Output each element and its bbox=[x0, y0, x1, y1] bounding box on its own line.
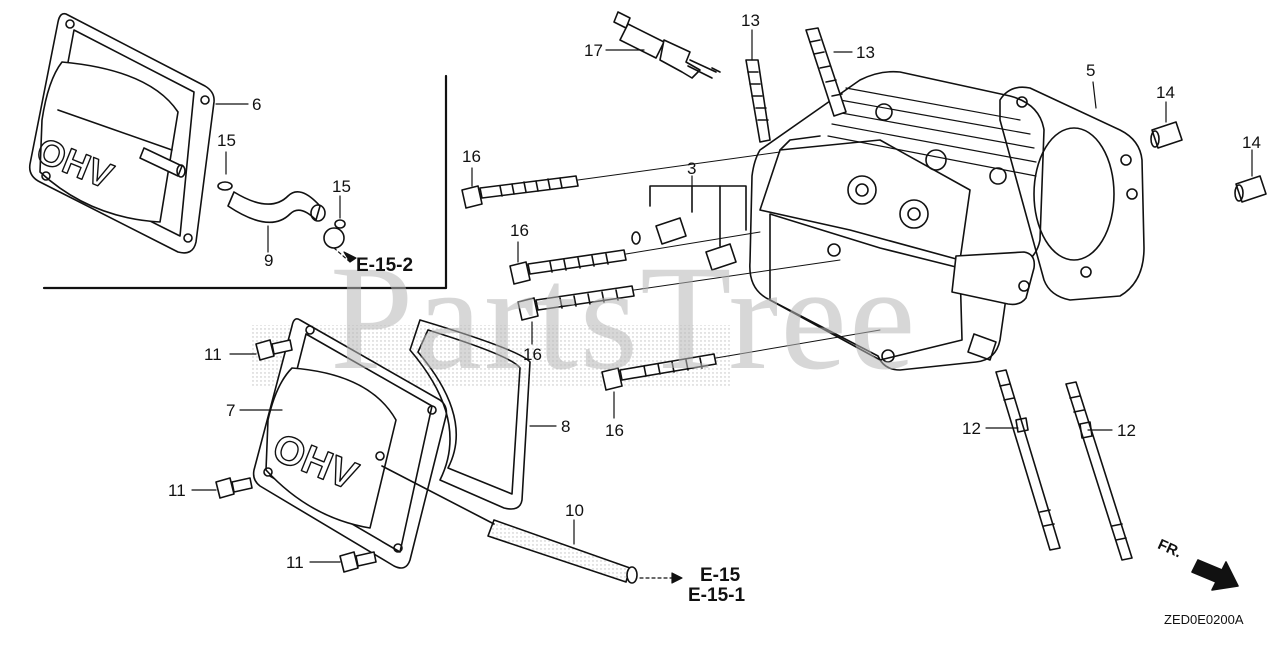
stud-13-right bbox=[805, 27, 847, 117]
valve-cover: OHV bbox=[252, 318, 448, 569]
callout-11-mid: 11 bbox=[168, 481, 186, 500]
callout-5: 5 bbox=[1086, 61, 1096, 80]
callout-6: 6 bbox=[252, 95, 262, 114]
callout-3: 3 bbox=[687, 159, 697, 178]
callout-12-left: 12 bbox=[962, 419, 981, 438]
diagram-code: ZED0E0200A bbox=[1164, 612, 1244, 627]
callout-15-right: 15 bbox=[332, 177, 351, 196]
callout-16-d: 16 bbox=[605, 421, 624, 440]
cylinder-head bbox=[749, 70, 1045, 371]
bolt-11-mid bbox=[215, 477, 253, 499]
watermark: PartsTree bbox=[330, 235, 918, 401]
bolt-16-d bbox=[601, 329, 881, 391]
callout-12-right: 12 bbox=[1117, 421, 1136, 440]
callout-14-right: 14 bbox=[1242, 133, 1261, 152]
reference-e-15-2[interactable]: E-15-2 bbox=[356, 255, 414, 276]
inset-frame bbox=[42, 74, 448, 290]
reference-e-15-1[interactable]: E-15-1 bbox=[688, 585, 746, 606]
callout-9: 9 bbox=[264, 251, 274, 270]
spark-plug bbox=[613, 11, 721, 79]
inset-breather bbox=[139, 147, 346, 249]
dowel-14-right bbox=[1234, 175, 1267, 203]
stud-12-right bbox=[1065, 381, 1133, 561]
stud-12-left bbox=[995, 369, 1061, 551]
bolt-16-a bbox=[461, 151, 781, 209]
callout-16-b: 16 bbox=[510, 221, 529, 240]
leader-lines bbox=[191, 29, 1253, 563]
bolt-11-top bbox=[255, 339, 293, 361]
inset-valve-cover: OHV bbox=[28, 12, 215, 254]
callout-14-top: 14 bbox=[1156, 83, 1175, 102]
reference-e-15[interactable]: E-15 bbox=[700, 565, 741, 586]
callout-7: 7 bbox=[226, 401, 236, 420]
callout-15-left: 15 bbox=[217, 131, 236, 150]
front-direction-arrow bbox=[1191, 559, 1239, 591]
callout-13-left: 13 bbox=[741, 11, 760, 30]
breather-tube bbox=[381, 465, 638, 584]
dowel-14-top bbox=[1150, 121, 1183, 149]
callout-10: 10 bbox=[565, 501, 584, 520]
callout-11-bottom: 11 bbox=[286, 553, 304, 572]
cover-gasket bbox=[409, 319, 531, 510]
bolt-11-bottom bbox=[339, 551, 377, 573]
dowels-3 bbox=[631, 185, 747, 271]
bolt-16-c bbox=[517, 259, 841, 321]
callout-8: 8 bbox=[561, 417, 571, 436]
bolt-16-b bbox=[509, 231, 761, 285]
reference-arrows bbox=[333, 247, 683, 584]
callout-13-right: 13 bbox=[856, 43, 875, 62]
head-gasket bbox=[999, 86, 1145, 301]
callout-16-c: 16 bbox=[523, 345, 542, 364]
callout-11-top: 11 bbox=[204, 345, 222, 364]
stud-13-left bbox=[745, 59, 771, 143]
callout-17: 17 bbox=[584, 41, 603, 60]
callout-16-a: 16 bbox=[462, 147, 481, 166]
